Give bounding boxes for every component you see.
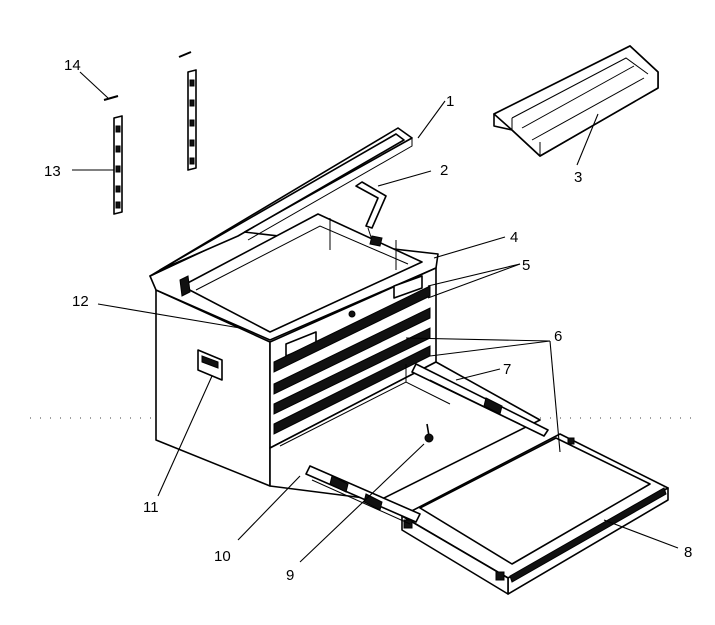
callout-6: 6 — [554, 328, 562, 345]
leader-14 — [79, 71, 109, 99]
leader-6c — [549, 340, 561, 453]
screw — [424, 423, 434, 443]
leader-5b — [427, 263, 521, 299]
leader-5a — [427, 263, 521, 287]
leader-3 — [576, 113, 599, 166]
leader-12 — [97, 303, 241, 329]
lid-stay — [355, 181, 387, 247]
leader-6b — [429, 340, 551, 357]
drawer-slide-right — [411, 363, 549, 437]
leader-8 — [603, 519, 679, 549]
callout-13: 13 — [44, 163, 61, 180]
leader-6a — [405, 337, 551, 342]
callout-14: 14 — [64, 57, 81, 74]
callout-10: 10 — [214, 548, 231, 565]
leader-lines — [72, 71, 679, 563]
callout-1: 1 — [446, 93, 454, 110]
leader-10 — [237, 475, 301, 541]
tote-tray — [493, 45, 659, 157]
callout-9: 9 — [286, 567, 294, 584]
extended-drawer — [401, 433, 669, 595]
callout-2: 2 — [440, 162, 448, 179]
leader-7 — [455, 368, 501, 381]
leader-9 — [299, 443, 425, 563]
callout-3: 3 — [574, 169, 582, 186]
leader-4 — [433, 236, 506, 259]
leader-11 — [157, 375, 213, 497]
cabinet-body — [149, 213, 541, 501]
callout-11: 11 — [143, 499, 159, 516]
drawer-slide-left — [305, 465, 421, 525]
lid — [149, 127, 413, 297]
hinge-strip-right — [178, 51, 197, 171]
callout-4: 4 — [510, 229, 518, 246]
hinge-strip-left — [103, 95, 123, 215]
callout-8: 8 — [684, 544, 692, 561]
leader-2 — [377, 170, 432, 187]
callout-12: 12 — [72, 293, 89, 310]
leader-1 — [417, 100, 446, 139]
callout-5: 5 — [522, 257, 530, 274]
callout-labels: 1 2 3 4 5 6 7 8 9 10 11 12 13 14 — [44, 57, 692, 584]
callout-7: 7 — [503, 361, 511, 378]
